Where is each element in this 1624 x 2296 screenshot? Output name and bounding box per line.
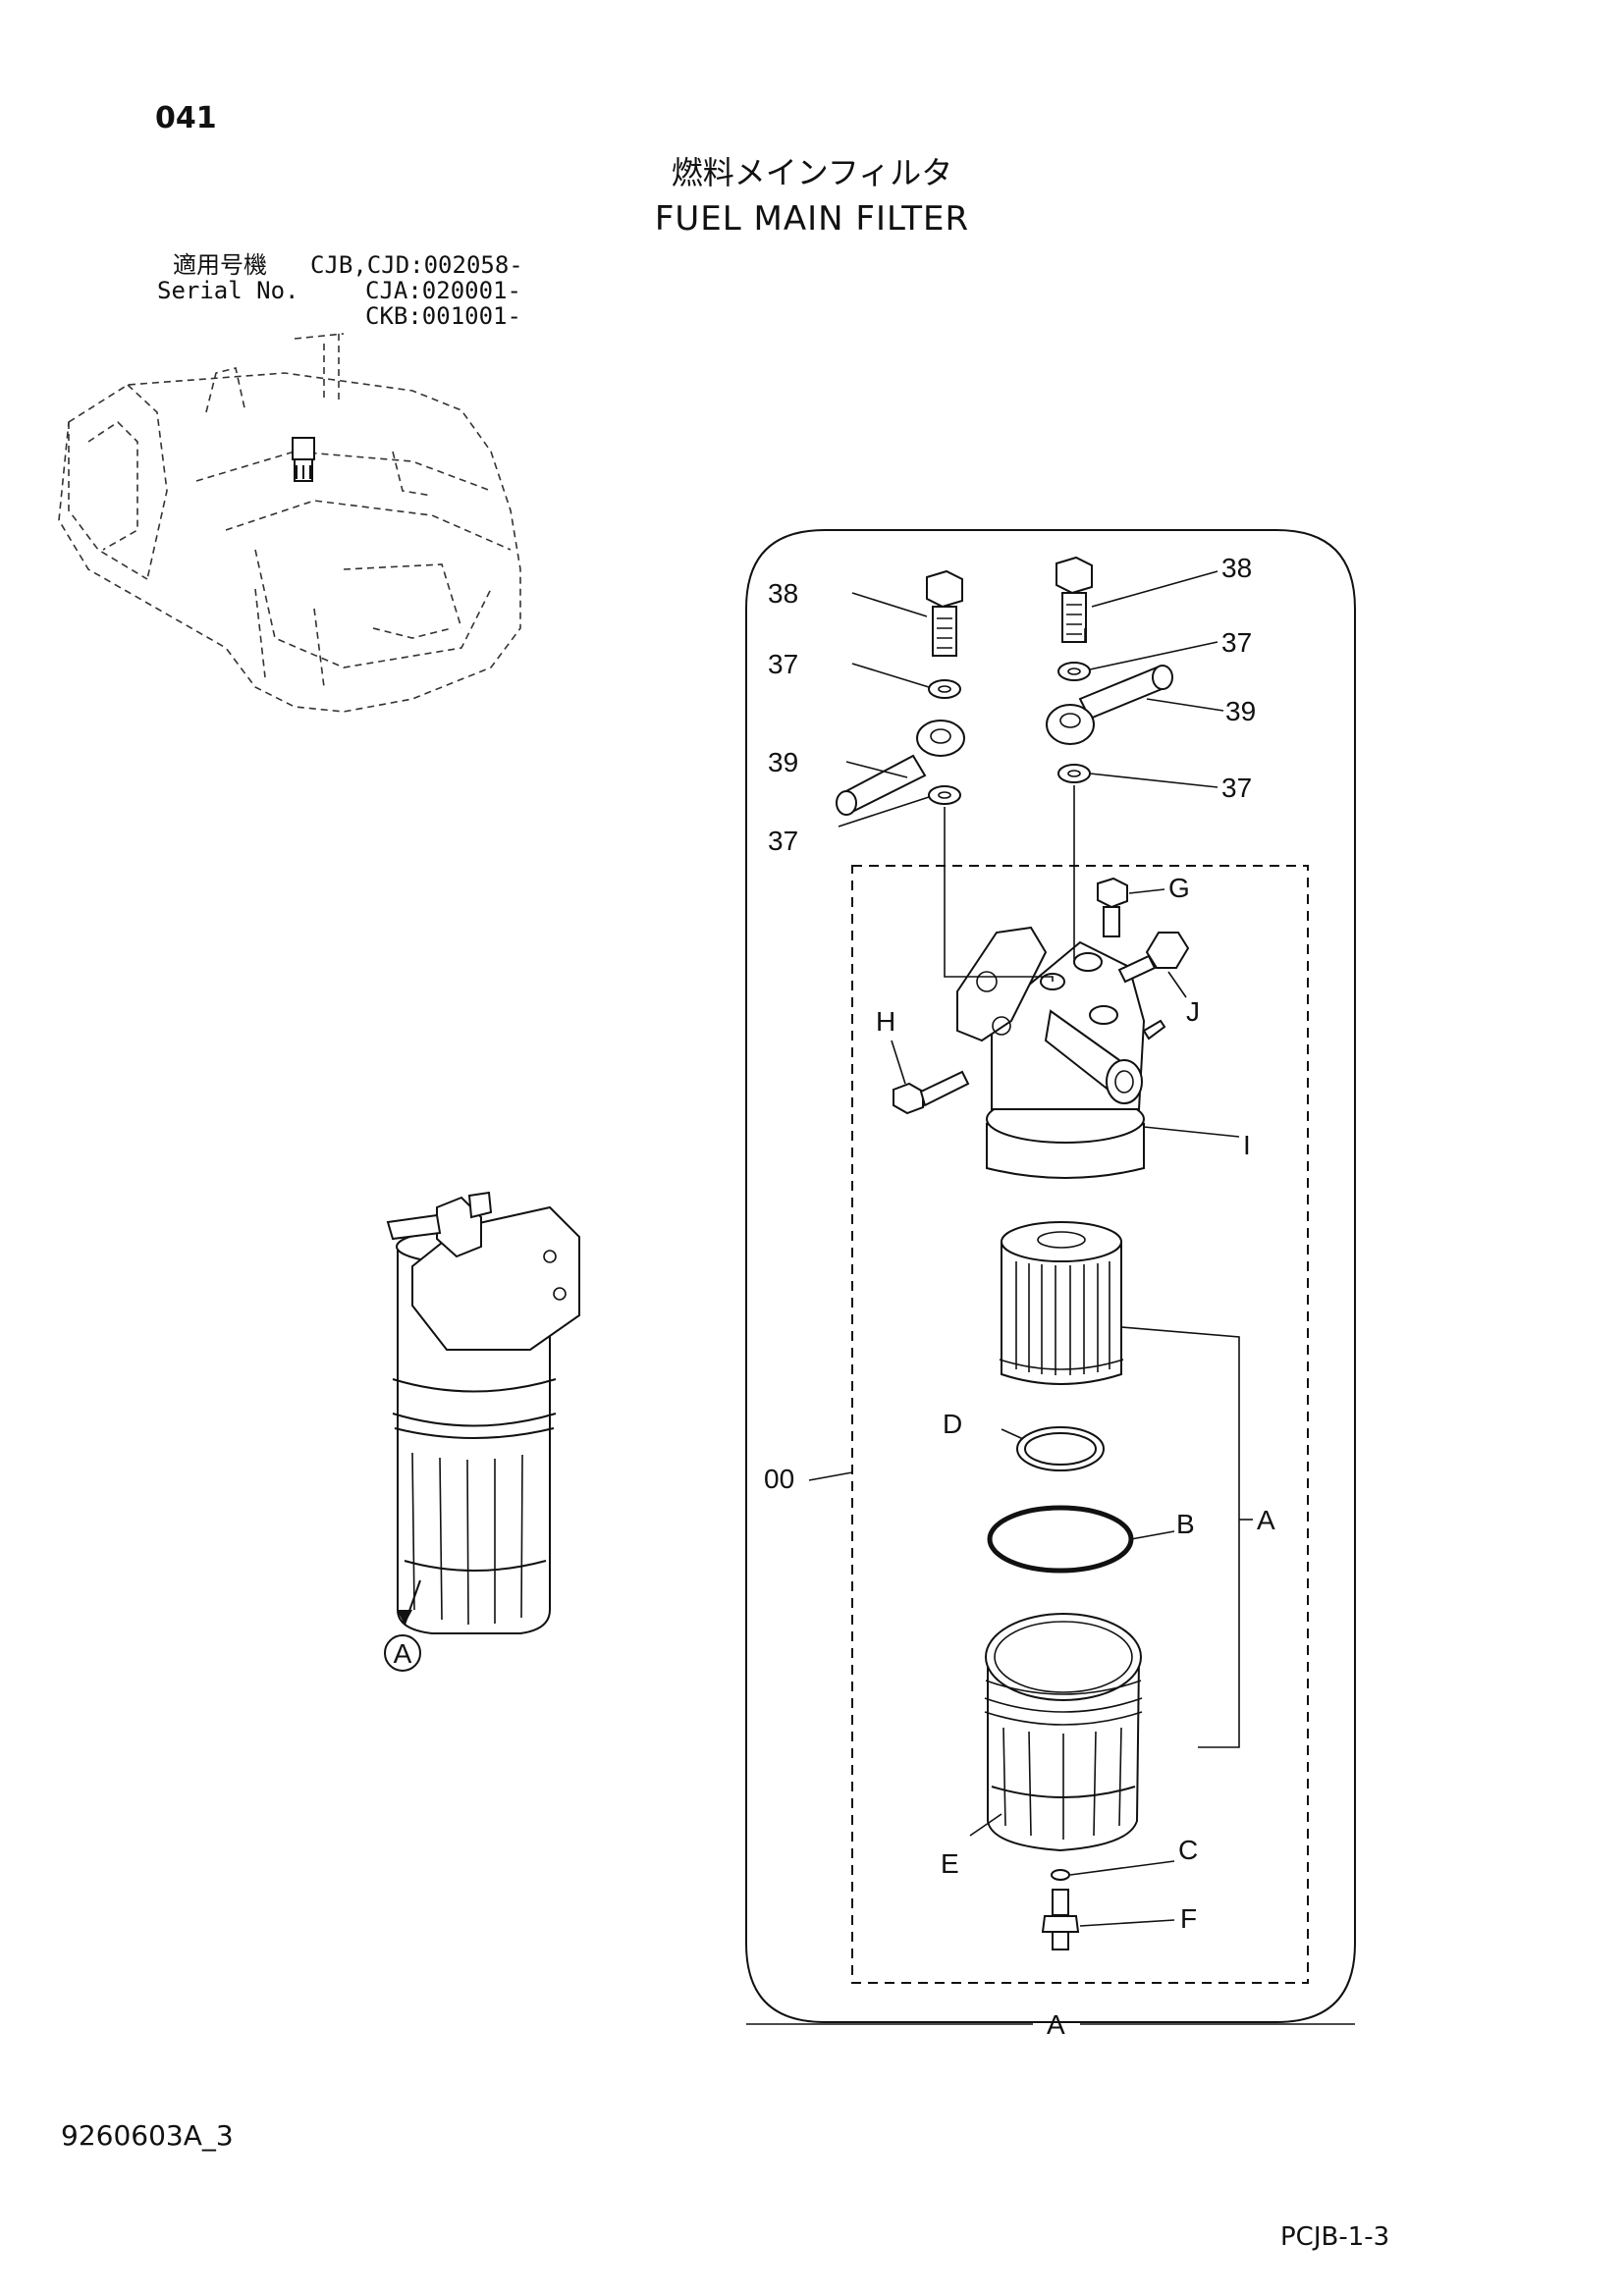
banjo-bolt-left <box>926 569 963 657</box>
filter-element <box>999 1221 1124 1385</box>
page-number: 041 <box>155 101 217 135</box>
serial-range-1: CJB,CJD:002058- <box>310 251 523 279</box>
filter-bowl <box>984 1613 1143 1852</box>
banjo-fitting-left <box>836 720 965 816</box>
callout-38-left: 38 <box>768 578 798 609</box>
serial-label-japanese: 適用号機 <box>173 251 267 279</box>
callout-a-assembly: A <box>1257 1505 1275 1535</box>
serial-range-2: CJA:020001- <box>365 277 521 304</box>
title-japanese: 燃料メインフィルタ <box>671 154 953 191</box>
callout-c: C <box>1178 1835 1198 1865</box>
banjo-fitting-right <box>1046 665 1173 745</box>
title-english: FUEL MAIN FILTER <box>654 199 970 239</box>
callout-i: I <box>1243 1130 1251 1160</box>
drain-plug-f <box>1041 1889 1080 1950</box>
callout-37-lower-right: 37 <box>1221 773 1252 803</box>
bolt-h <box>893 1070 970 1115</box>
callout-38-right: 38 <box>1221 553 1252 583</box>
assembly-00-boundary <box>851 865 1309 1984</box>
bolt-g <box>1097 877 1128 937</box>
callout-39-right: 39 <box>1225 696 1256 726</box>
serial-label-english: Serial No. <box>157 277 299 304</box>
seal-ring-d <box>1016 1426 1105 1471</box>
callout-g: G <box>1168 873 1190 903</box>
o-ring-b <box>987 1505 1134 1574</box>
exploded-view-frame <box>745 529 1356 2023</box>
o-ring-c <box>1051 1869 1070 1881</box>
banjo-bolt-right <box>1056 556 1093 643</box>
callout-a-frame: A <box>1047 2009 1065 2040</box>
callout-37-upper-left: 37 <box>768 649 798 679</box>
callout-f: F <box>1180 1903 1197 1934</box>
fitting-j <box>1117 932 1190 984</box>
serial-range-3: CKB:001001- <box>365 302 521 330</box>
washers <box>928 662 1091 805</box>
machine-location-sketch <box>58 333 521 713</box>
callout-j: J <box>1186 996 1200 1027</box>
filter-head <box>956 926 1166 1179</box>
assembled-filter-view: A <box>384 1191 580 1672</box>
callout-37-upper-right: 37 <box>1221 627 1252 658</box>
leader-lines <box>746 570 1355 2025</box>
drawing-code: 9260603A_3 <box>61 2119 234 2152</box>
callout-h: H <box>876 1006 895 1037</box>
callout-labels: 38 38 37 37 39 39 37 37 G J H I D 00 B A… <box>764 553 1275 2040</box>
callout-37-lower-left: 37 <box>768 826 798 856</box>
inset-reference-label: A <box>394 1638 412 1669</box>
callout-b: B <box>1176 1509 1195 1539</box>
sheet-code: PCJB-1-3 <box>1280 2222 1390 2252</box>
callout-d: D <box>943 1409 962 1439</box>
callout-39-left: 39 <box>768 747 798 777</box>
callout-e: E <box>941 1848 959 1879</box>
callout-00-assembly: 00 <box>764 1464 794 1494</box>
